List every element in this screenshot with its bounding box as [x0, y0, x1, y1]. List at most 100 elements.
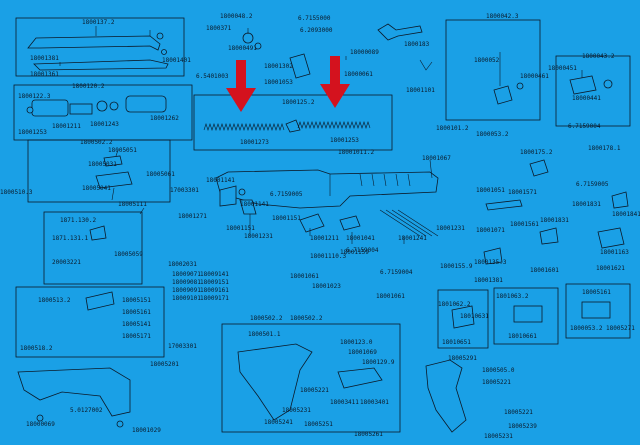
part-label: 18001071 — [476, 227, 505, 234]
part-label: 18001067 — [422, 155, 451, 162]
part-label: 18001151 — [272, 215, 301, 222]
part-label: 18001243 — [90, 121, 119, 128]
barrel-nut — [96, 100, 108, 112]
part-label: 5.0127002 — [70, 407, 103, 414]
part-label: 1800137.2 — [82, 19, 115, 26]
safety-detent — [603, 79, 613, 89]
group-box-trigger — [445, 19, 541, 121]
part-label: 18005031 — [88, 161, 117, 168]
part-label: 18001381 — [30, 55, 59, 62]
frame-pin — [238, 188, 246, 196]
part-label: 18005221 — [300, 387, 329, 394]
part-label: 18001023 — [312, 283, 341, 290]
part-label: 18005221 — [482, 379, 511, 386]
part-label: 17003301 — [170, 187, 199, 194]
part-label: 18005171 — [122, 333, 151, 340]
rail-pin — [156, 32, 164, 40]
part-label: 18009151 — [200, 279, 229, 286]
part-label: 18005291 — [448, 355, 477, 362]
part-label: 18003401 — [360, 399, 389, 406]
part-label: 1800053.2 — [570, 325, 603, 332]
part-label: 1800371 — [206, 25, 232, 32]
trigger-bar — [485, 199, 523, 211]
highlight-arrow-right — [320, 56, 350, 108]
leader-lines — [59, 26, 583, 244]
part-label: 18005151 — [122, 297, 151, 304]
part-label: 18001231 — [436, 225, 465, 232]
mag-catch-button — [103, 155, 123, 167]
part-label: 18000061 — [344, 71, 373, 78]
group-box-magazine-catch — [27, 139, 171, 203]
sear-part — [529, 159, 549, 177]
grip-spring — [85, 291, 115, 311]
part-label: 18005231 — [484, 433, 513, 440]
part-label: 18005221 — [504, 409, 533, 416]
part-label: 18000089 — [350, 49, 379, 56]
hammer-strut — [539, 227, 559, 245]
part-label: 1800122.3 — [18, 93, 51, 100]
part-label: 6.7159005 — [576, 181, 609, 188]
part-label: 18000451 — [548, 65, 577, 72]
part-label: 1800125.2 — [282, 99, 315, 106]
part-label: 18001041 — [346, 235, 375, 242]
part-label: 18001211 — [310, 235, 339, 242]
barrel-sleeve — [31, 99, 69, 117]
part-label: 18001141 — [206, 177, 235, 184]
grip-plate-b — [581, 301, 611, 319]
spring-clip — [419, 59, 433, 71]
part-label: 1800502.2 — [250, 315, 283, 322]
part-label: 18009081 — [172, 279, 201, 286]
part-label: 18010661 — [508, 333, 537, 340]
part-label: 18000069 — [26, 421, 55, 428]
part-label: 1800135.3 — [474, 259, 507, 266]
spring-guide-head — [285, 119, 301, 133]
guide-rod-spring — [297, 121, 371, 129]
part-label: 18001101 — [406, 87, 435, 94]
part-label: 18009171 — [200, 295, 229, 302]
part-label: 18001601 — [530, 267, 559, 274]
part-label: 18005161 — [582, 289, 611, 296]
barrel-ring — [69, 103, 93, 115]
part-label: 18005201 — [150, 361, 179, 368]
group-box-grip-frame — [15, 286, 165, 358]
part-label: 20003221 — [52, 259, 81, 266]
part-label: 18000461 — [520, 73, 549, 80]
part-label: 18005111 — [118, 201, 147, 208]
part-label: 18001061 — [376, 293, 405, 300]
grip-insert — [337, 367, 383, 389]
part-label: 18001051 — [476, 187, 505, 194]
sear-spring — [89, 225, 107, 241]
group-box-grips — [221, 323, 401, 433]
part-label: 1800043.2 — [582, 53, 615, 60]
part-label: 1800053.2 — [476, 131, 509, 138]
part-label: 18009071 — [172, 271, 201, 278]
hammer-screw — [242, 32, 254, 44]
part-label: 1800518.2 — [20, 345, 53, 352]
part-label: 18001061 — [290, 273, 319, 280]
part-label: 18005251 — [304, 421, 333, 428]
part-label: 6.2093000 — [300, 27, 333, 34]
part-label: 1800513.2 — [38, 297, 71, 304]
part-label: 1800052 — [474, 57, 500, 64]
part-label: 18010631 — [460, 313, 489, 320]
part-label: 18009141 — [200, 271, 229, 278]
handguard-rail — [27, 35, 161, 51]
frame-pins — [379, 209, 439, 237]
part-label: 18001253 — [18, 129, 47, 136]
part-label: 18001253 — [330, 137, 359, 144]
part-label: 18001831 — [540, 217, 569, 224]
grip-screw-right — [116, 420, 124, 428]
group-box-grip-screw-a — [437, 289, 489, 349]
part-label: 18001273 — [240, 139, 269, 146]
part-label: 18001159 — [340, 249, 369, 256]
part-label: 18001841 — [612, 211, 640, 218]
part-label: 18005231 — [282, 407, 311, 414]
grip-bushing — [219, 185, 237, 207]
highlight-arrow-left — [226, 60, 256, 112]
ejector — [339, 215, 361, 231]
part-label: 18009161 — [200, 287, 229, 294]
part-label: 18001381 — [474, 277, 503, 284]
part-label: 6.7159005 — [270, 191, 303, 198]
part-label: 1800155.9 — [440, 263, 473, 270]
part-label: 18009091 — [172, 287, 201, 294]
